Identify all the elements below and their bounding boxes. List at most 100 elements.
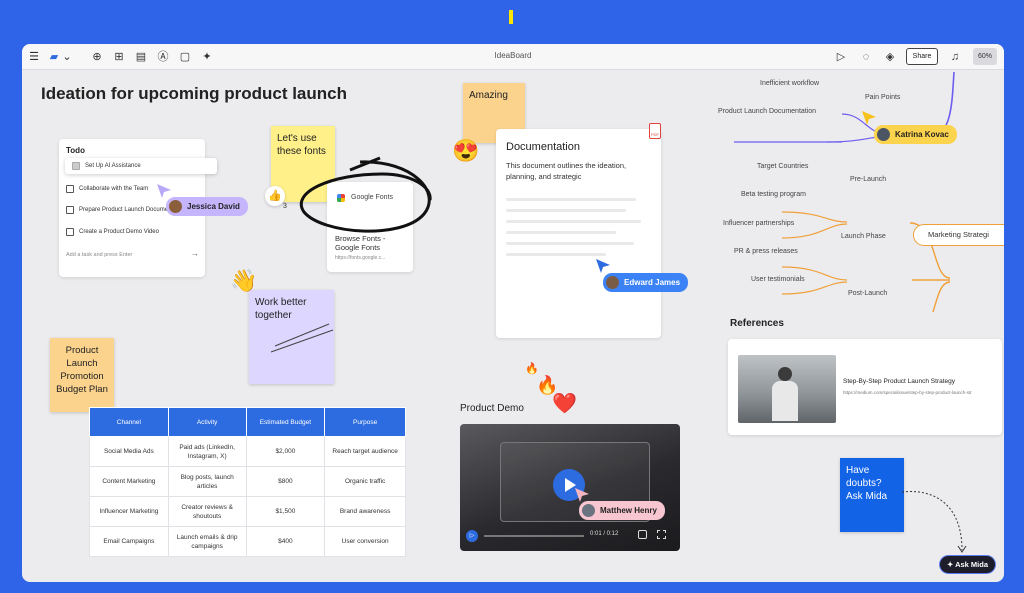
headset-icon[interactable]: ♫ (950, 51, 960, 63)
todo-item-label: Collaborate with the Team (79, 186, 149, 192)
sparkle-icon[interactable]: ✦ (202, 51, 212, 63)
cursor-arrow-icon (575, 488, 589, 502)
avatar (169, 200, 182, 213)
mind-map-root[interactable]: Marketing Strategi (913, 224, 1004, 246)
thumbnail-person-head (778, 367, 792, 381)
fire-emoji: 🔥 (536, 375, 559, 395)
text-placeholder (506, 198, 636, 201)
enter-arrow-icon[interactable]: → (191, 249, 199, 258)
stamp-icon[interactable]: ▰ (49, 51, 59, 63)
sticky-note-ask[interactable]: Have doubts? Ask Mida (840, 458, 904, 532)
todo-item[interactable]: Set Up AI Assistance (72, 162, 141, 170)
reference-link-title: Step-By-Step Product Launch Strategy (843, 378, 956, 385)
reference-link-card[interactable]: Step-By-Step Product Launch Strategy htt… (728, 339, 1002, 435)
pen-strokes (270, 323, 334, 353)
sticky-note-together[interactable]: Work better together (249, 290, 334, 384)
checkbox-checked[interactable] (72, 162, 80, 170)
text-placeholder (506, 209, 626, 212)
demo-title: Product Demo (460, 403, 524, 414)
play-icon (565, 478, 576, 492)
dotted-connector (901, 491, 967, 553)
mind-map-node[interactable]: User testimonials (751, 276, 805, 283)
todo-item[interactable]: Collaborate with the Team (66, 185, 148, 193)
mind-map-node[interactable]: Target Countries (757, 163, 809, 170)
sticky-note-budget[interactable]: Product Launch Promotion Budget Plan (50, 338, 114, 412)
video-time: 0:01 / 0:12 (590, 531, 619, 537)
share-button[interactable]: Share (906, 48, 938, 65)
mind-map-node[interactable]: Inefficient workflow (760, 80, 820, 87)
table-cell: Email Campaigns (89, 526, 169, 557)
template-icon[interactable]: ▤ (135, 51, 147, 63)
table-cell: Creator reviews & shoutouts (167, 496, 247, 527)
heart-emoji: ❤️ (552, 393, 577, 415)
chevron-down-icon[interactable]: ⌄ (62, 51, 72, 63)
column-header: Purpose (324, 407, 406, 437)
fire-emoji: 🔥 (525, 363, 539, 375)
mind-map-node[interactable]: Pre-Launch (850, 176, 887, 183)
frame-icon[interactable]: ⊞ (114, 51, 124, 63)
table-cell: Influencer Marketing (89, 496, 169, 527)
todo-item[interactable]: Prepare Product Launch Docume (66, 206, 168, 214)
zoom-level[interactable]: 60% (973, 48, 997, 65)
column-header: Channel (89, 407, 169, 437)
google-fonts-label: Google Fonts (351, 194, 394, 201)
text-placeholder (506, 220, 641, 223)
layers-icon[interactable]: ◈ (885, 51, 895, 63)
table-cell: Content Marketing (89, 466, 169, 497)
mind-map-node[interactable]: Influencer partnerships (723, 220, 795, 227)
text-placeholder (506, 253, 606, 256)
cursor-arrow-icon (862, 111, 876, 125)
ask-mida-button[interactable]: ✦ Ask Mida (940, 556, 995, 573)
checkbox[interactable] (66, 228, 74, 236)
sticky-note-amazing[interactable]: Amazing (463, 83, 525, 143)
app-title: IdeaBoard (494, 51, 532, 60)
heart-eyes-emoji: 😍 (452, 138, 480, 163)
reference-link-url: https://medium.com/specialissue/step-by-… (843, 390, 972, 395)
mind-map-node[interactable]: Beta testing program (741, 191, 806, 198)
checkbox[interactable] (66, 206, 74, 214)
mind-map-node[interactable]: Launch Phase (841, 233, 886, 240)
checkbox[interactable] (66, 185, 74, 193)
comment-icon[interactable]: ◌ (862, 51, 870, 63)
play-small-icon[interactable]: ▷ (466, 530, 478, 542)
column-header: Activity (167, 407, 247, 437)
progress-track[interactable] (484, 535, 584, 537)
todo-item[interactable]: Create a Product Demo Video (66, 228, 159, 236)
mind-map-node[interactable]: Post-Launch (848, 290, 888, 297)
fullscreen-icon[interactable] (657, 530, 666, 539)
table-cell: Brand awareness (324, 496, 406, 527)
top-marker (509, 10, 513, 24)
board-title: Ideation for upcoming product launch (41, 84, 347, 103)
link-url: https://fonts.google.c... (335, 255, 386, 261)
demo-video-player[interactable]: ▷ 0:01 / 0:12 (460, 424, 680, 551)
table-cell: Blog posts, launch articles (167, 466, 247, 497)
mind-map-node[interactable]: PR & press releases (734, 248, 798, 255)
table-cell: $2,000 (245, 436, 326, 467)
ink-scribble (300, 156, 432, 233)
ask-mida-label: Ask Mida (955, 560, 989, 569)
mind-map-node[interactable]: Pain Points (865, 94, 901, 101)
thumbs-up-icon[interactable]: 👍 (265, 186, 285, 206)
budget-table: Channel Activity Estimated Budget Purpos… (89, 407, 406, 557)
link-title: Browse Fonts - (335, 234, 386, 243)
documentation-card[interactable]: Documentation This document outlines the… (496, 129, 661, 338)
add-icon[interactable]: ⊕ (92, 51, 102, 63)
table-cell: $800 (245, 466, 326, 497)
sticky-note-icon[interactable]: ▢ (179, 51, 191, 63)
doc-body: This document outlines the ideation, pla… (506, 161, 627, 181)
references-title: References (730, 318, 784, 329)
play-icon[interactable]: ▷ (836, 51, 846, 63)
add-task-input[interactable]: Add a task and press Enter (66, 252, 133, 258)
menu-icon[interactable]: ☰ (29, 51, 39, 63)
mind-map-node[interactable]: Product Launch Documentation (718, 108, 817, 115)
volume-icon[interactable] (638, 530, 647, 539)
thumbnail-person-body (772, 381, 798, 421)
avatar (877, 128, 890, 141)
table-row: Influencer Marketing Creator reviews & s… (89, 496, 406, 527)
table-cell: Social Media Ads (89, 436, 169, 467)
text-icon[interactable]: Ⓐ (157, 51, 169, 63)
table-cell: $1,500 (245, 496, 326, 527)
cursor-arrow-icon (596, 259, 610, 273)
reference-thumbnail (738, 355, 836, 423)
cursor-tag-matthew: Matthew Henry (579, 501, 665, 520)
